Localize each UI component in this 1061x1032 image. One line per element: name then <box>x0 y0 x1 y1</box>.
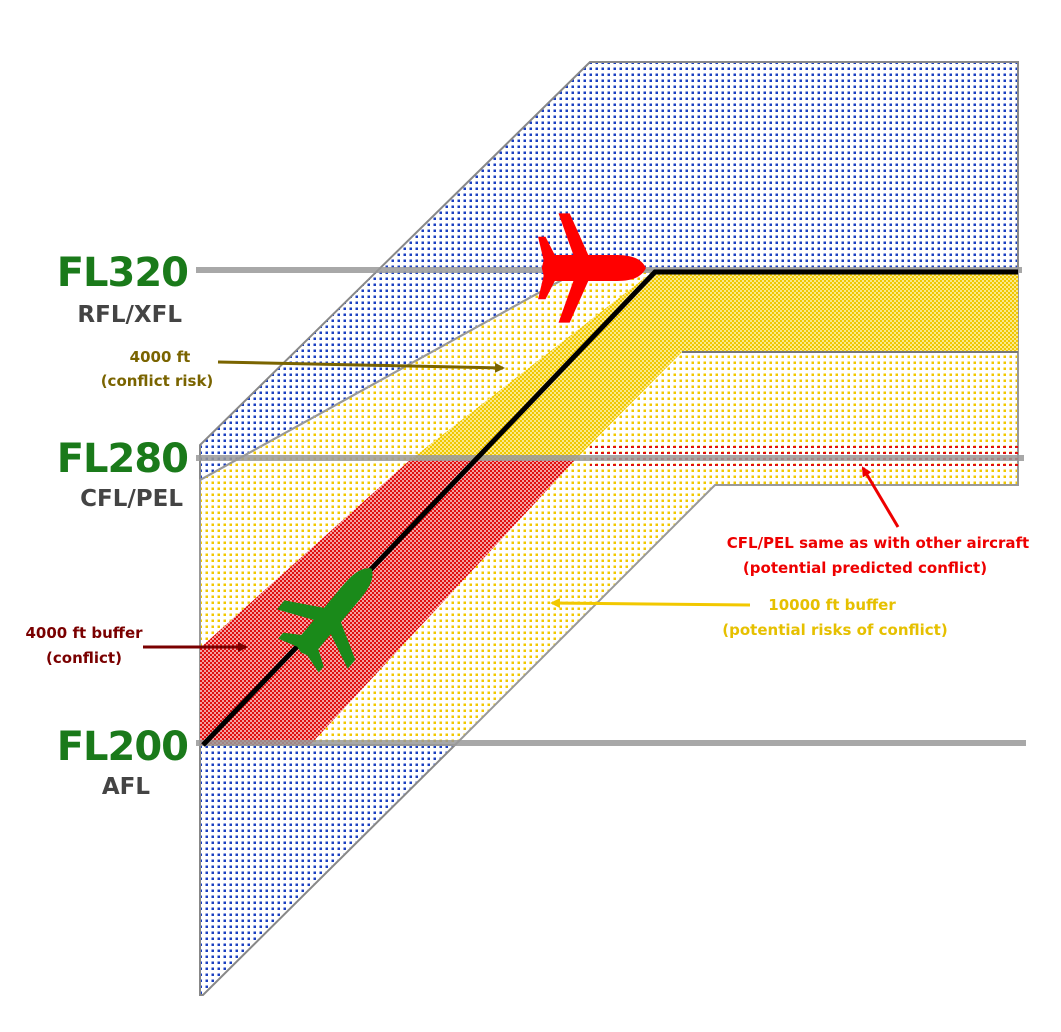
level-sub-fl320: RFL/XFL <box>77 302 182 328</box>
level-label-fl320: FL320 <box>57 250 188 296</box>
arrow-buffer-10000 <box>550 598 751 609</box>
red-band-4000 <box>200 460 575 745</box>
level-label-fl200: FL200 <box>57 724 188 770</box>
annotation-buffer-4000-line1: 4000 ft buffer <box>25 624 143 642</box>
annotation-buffer-4000-line2: (conflict) <box>46 649 122 667</box>
arrow-conflict-risk <box>217 360 505 373</box>
level-sub-fl280: CFL/PEL <box>80 486 183 512</box>
yellow-band-4000 <box>410 270 1018 460</box>
annotation-buffer-10000-line2: (potential risks of conflict) <box>722 621 947 639</box>
annotation-conflict-risk-line2: (conflict risk) <box>101 372 214 390</box>
annotation-cfl-pel-line1: CFL/PEL same as with other aircraft <box>727 534 1029 552</box>
annotation-conflict-risk-line1: 4000 ft <box>130 348 191 366</box>
blue-area-lower <box>199 744 458 996</box>
level-label-fl280: FL280 <box>57 436 188 482</box>
annotation-cfl-pel-line2: (potential predicted conflict) <box>743 559 987 577</box>
level-sub-fl200: AFL <box>102 774 151 800</box>
arrow-cfl-pel <box>861 466 900 528</box>
annotation-buffer-10000-line1: 10000 ft buffer <box>768 596 896 614</box>
